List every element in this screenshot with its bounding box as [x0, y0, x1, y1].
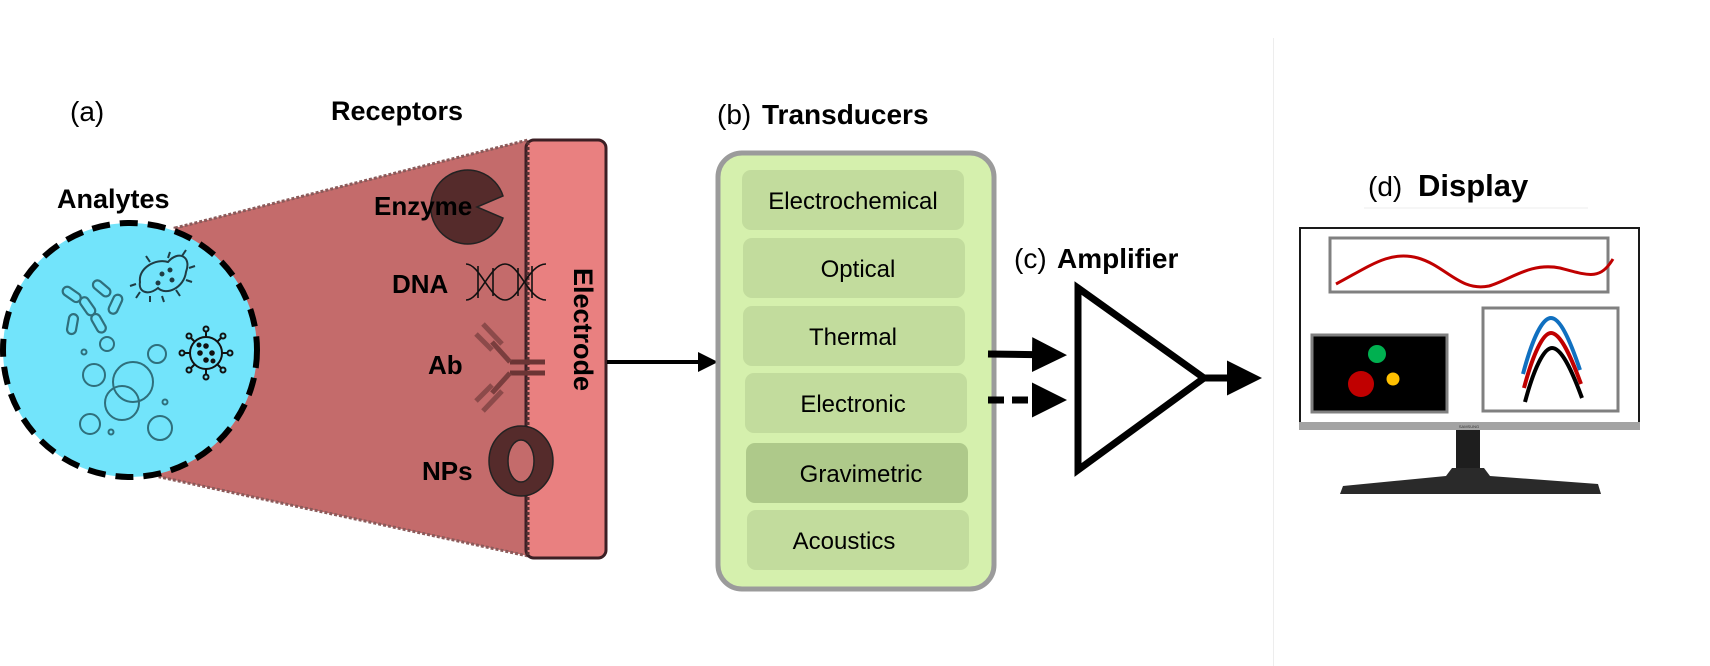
transducer-item-label: Electronic [800, 391, 905, 418]
bacteria-rods-icon [61, 279, 124, 336]
transducer-item-label: Electrochemical [768, 188, 937, 215]
transducer-item-box [747, 510, 969, 570]
dot-green [1368, 345, 1386, 363]
transducers-title: Transducers [762, 99, 929, 130]
transducer-item-box [746, 443, 968, 503]
peak-red [1522, 330, 1583, 389]
transducer-item: Acoustics [747, 510, 969, 570]
transducer-item: Gravimetric [746, 443, 968, 503]
transducer-item-box [743, 238, 965, 298]
panel-divider [1273, 38, 1274, 666]
waveform-line [1335, 254, 1615, 289]
receptor-label-dna: DNA [392, 269, 449, 299]
transducer-item-label: Acoustics [793, 528, 896, 555]
transducer-item-box [743, 306, 965, 366]
amplifier-symbol [1074, 281, 1210, 477]
dna-icon [465, 263, 547, 301]
monitor: SAMSUNG [1299, 227, 1640, 494]
virus-icon [178, 325, 234, 381]
dot-red [1348, 371, 1374, 397]
receptor-region [158, 138, 530, 558]
bubbles-icon [79, 336, 173, 441]
transducer-item-box [745, 373, 967, 433]
monitor-stand-neck [1456, 430, 1480, 468]
transducer-item-label: Gravimetric [800, 461, 923, 488]
peak-blue [1521, 315, 1582, 375]
transducer-item: Electronic [745, 373, 967, 433]
transducer-item-label: Thermal [809, 324, 897, 351]
panel-a: (a) Receptors Analytes [0, 96, 608, 560]
dot-yellow [1386, 372, 1400, 386]
transducer-item: Thermal [743, 306, 965, 366]
transducer-item-label: Optical [821, 256, 896, 283]
receptor-label-ab: Ab [428, 350, 463, 380]
receptor-label-enzyme: Enzyme [374, 191, 472, 221]
analytes-title: Analytes [57, 184, 170, 214]
panel-d: (d) Display SAMSUNG [1299, 168, 1640, 494]
panel-b-tag: (b) [717, 99, 751, 130]
panel-b: (b) Transducers ElectrochemicalOpticalTh… [715, 99, 997, 592]
display-title: Display [1418, 168, 1529, 203]
panel-a-tag: (a) [70, 96, 104, 127]
monitor-bezel [1299, 422, 1640, 430]
panel-c-tag: (c) [1014, 243, 1047, 274]
receptors-title: Receptors [331, 96, 463, 126]
monitor-stand-base [1340, 468, 1601, 494]
monitor-brand: SAMSUNG [1459, 424, 1479, 429]
panel-c: (c) Amplifier [1014, 243, 1210, 477]
transducer-item: Electrochemical [742, 170, 964, 230]
waveform-panel [1328, 236, 1610, 294]
panel-d-tag: (d) [1368, 171, 1402, 202]
arrow-solid-to-amplifier [987, 337, 1067, 373]
antibody-icon [474, 322, 545, 413]
electrode-label: Electrode [568, 268, 598, 391]
analytes-sample [0, 220, 260, 480]
peak-black [1523, 345, 1584, 403]
amplifier-title: Amplifier [1057, 243, 1178, 274]
peaks-panel [1481, 306, 1620, 413]
enzyme-icon [429, 169, 504, 245]
nanoparticle-icon [488, 425, 554, 497]
transducer-item-box [742, 170, 964, 230]
receptor-label-nps: NPs [422, 456, 473, 486]
bacterium-icon [129, 249, 196, 303]
transducer-item: Optical [743, 238, 965, 298]
